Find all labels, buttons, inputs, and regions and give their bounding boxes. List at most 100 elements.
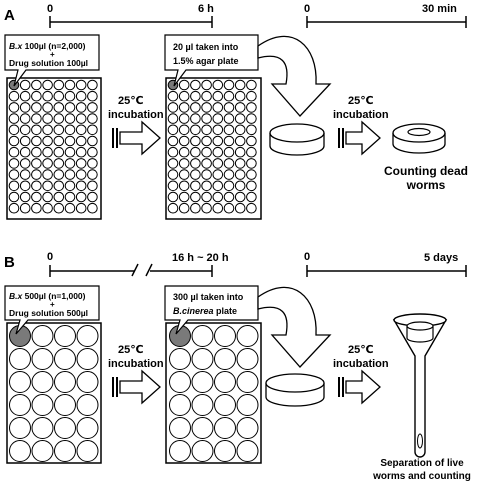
well bbox=[53, 124, 65, 136]
well bbox=[8, 135, 20, 147]
well bbox=[178, 113, 190, 124]
well bbox=[53, 180, 65, 192]
well bbox=[19, 102, 31, 113]
plate-b1 bbox=[6, 322, 102, 464]
well bbox=[201, 90, 212, 102]
well bbox=[246, 202, 257, 214]
well bbox=[234, 90, 246, 102]
incubation-a1-label: incubation bbox=[108, 109, 164, 121]
well bbox=[75, 146, 87, 158]
well bbox=[87, 79, 98, 91]
well bbox=[31, 79, 42, 91]
well bbox=[87, 102, 98, 113]
callout-a1-line2: Drug solution 100µl bbox=[9, 58, 88, 68]
well bbox=[31, 325, 54, 347]
result-b-line1: Separation of live bbox=[380, 458, 464, 469]
well bbox=[201, 113, 212, 124]
well bbox=[31, 158, 42, 169]
well bbox=[9, 348, 31, 370]
well bbox=[42, 124, 53, 136]
well bbox=[212, 90, 224, 102]
well bbox=[53, 169, 65, 180]
well bbox=[31, 90, 42, 102]
plate-b-dish-icon bbox=[265, 373, 325, 407]
well bbox=[76, 348, 99, 370]
well bbox=[9, 417, 31, 439]
well bbox=[214, 417, 236, 439]
well bbox=[54, 394, 76, 416]
well bbox=[223, 146, 235, 158]
well bbox=[223, 135, 235, 147]
well bbox=[214, 325, 236, 347]
well bbox=[212, 79, 224, 91]
well bbox=[53, 113, 65, 124]
callout-a1-line1: B.x 100µl (n=2,000) bbox=[9, 41, 86, 51]
well bbox=[8, 191, 20, 203]
well bbox=[234, 202, 246, 214]
well bbox=[236, 394, 259, 416]
well bbox=[31, 371, 54, 393]
timeline-b1-start: 0 bbox=[47, 251, 53, 263]
arrow-a2-icon bbox=[338, 120, 381, 156]
well bbox=[214, 394, 236, 416]
incubation-a1-temp: 25℃ bbox=[118, 95, 144, 107]
well bbox=[76, 440, 99, 462]
well bbox=[42, 180, 53, 192]
well bbox=[191, 325, 214, 347]
well bbox=[64, 180, 76, 192]
well bbox=[9, 394, 31, 416]
well bbox=[190, 146, 201, 158]
well bbox=[201, 135, 212, 147]
well bbox=[178, 180, 190, 192]
well bbox=[236, 348, 259, 370]
well bbox=[53, 90, 65, 102]
panel-b-timeline-2: 0 5 days bbox=[304, 251, 467, 277]
well bbox=[212, 102, 224, 113]
result-a-line2: worms bbox=[406, 178, 446, 192]
well bbox=[9, 440, 31, 462]
well bbox=[191, 394, 214, 416]
panel-a-label: A bbox=[4, 7, 15, 24]
well bbox=[178, 191, 190, 203]
well bbox=[31, 169, 42, 180]
well bbox=[178, 90, 190, 102]
well bbox=[169, 371, 191, 393]
well bbox=[53, 102, 65, 113]
well bbox=[223, 79, 235, 91]
well bbox=[19, 124, 31, 136]
well bbox=[64, 135, 76, 147]
well bbox=[64, 90, 76, 102]
well bbox=[167, 146, 179, 158]
well bbox=[212, 202, 224, 214]
well bbox=[167, 191, 179, 203]
ring-plate-a-icon bbox=[392, 123, 446, 154]
plate-b2-wells bbox=[169, 325, 259, 462]
well bbox=[167, 124, 179, 136]
well bbox=[19, 90, 31, 102]
well bbox=[54, 371, 76, 393]
well bbox=[87, 202, 98, 214]
well bbox=[54, 417, 76, 439]
well bbox=[31, 202, 42, 214]
well bbox=[42, 146, 53, 158]
well bbox=[167, 169, 179, 180]
well bbox=[19, 79, 31, 91]
well bbox=[64, 113, 76, 124]
plate-a1-wells bbox=[8, 79, 98, 214]
well bbox=[234, 135, 246, 147]
well bbox=[191, 417, 214, 439]
well bbox=[201, 102, 212, 113]
well bbox=[178, 102, 190, 113]
well bbox=[8, 169, 20, 180]
well bbox=[190, 135, 201, 147]
callout-b1: B.x 500µl (n=1,000) + Drug solution 500µ… bbox=[4, 285, 100, 335]
well bbox=[87, 158, 98, 169]
well bbox=[246, 124, 257, 136]
well bbox=[75, 90, 87, 102]
well bbox=[75, 135, 87, 147]
well bbox=[8, 124, 20, 136]
incubation-b2-temp: 25℃ bbox=[348, 344, 374, 356]
well bbox=[42, 191, 53, 203]
well bbox=[234, 169, 246, 180]
well bbox=[234, 124, 246, 136]
